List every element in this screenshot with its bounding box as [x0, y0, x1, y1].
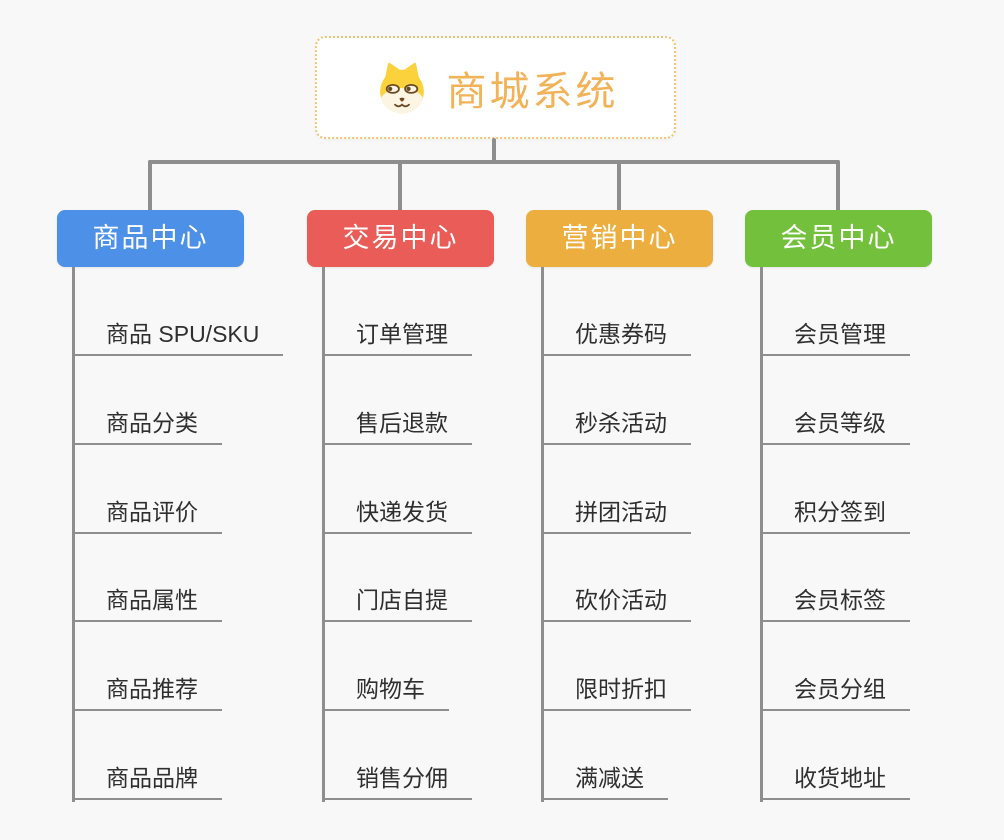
- leaf-limited-time-discount[interactable]: 限时折扣: [541, 674, 691, 711]
- shiba-dog-icon: [379, 62, 424, 113]
- leaf-express-delivery[interactable]: 快递发货: [322, 497, 472, 534]
- leaf-product-review[interactable]: 商品评价: [72, 497, 222, 534]
- leaf-spend-and-save[interactable]: 满减送: [541, 763, 668, 800]
- connector-drop-1: [148, 160, 152, 212]
- leaf-member-tag[interactable]: 会员标签: [760, 585, 910, 622]
- leaf-points-checkin[interactable]: 积分签到: [760, 497, 910, 534]
- leaf-order-management[interactable]: 订单管理: [322, 319, 472, 356]
- branch-header-member-center[interactable]: 会员中心: [745, 210, 932, 267]
- branch-trunk-line: [541, 267, 544, 802]
- leaf-product-attribute[interactable]: 商品属性: [72, 585, 222, 622]
- leaf-flash-sale[interactable]: 秒杀活动: [541, 408, 691, 445]
- connector-drop-2: [398, 160, 402, 212]
- connector-bus: [148, 160, 840, 164]
- leaf-product-brand[interactable]: 商品品牌: [72, 763, 222, 800]
- branch-trunk-line: [760, 267, 763, 802]
- branch-member-center: 会员中心 会员管理 会员等级 积分签到 会员标签 会员分组 收货地址: [745, 0, 945, 840]
- connector-drop-3: [617, 160, 621, 212]
- root-node-mall-system[interactable]: 商城系统: [315, 36, 676, 139]
- connector-root-stem: [492, 138, 496, 164]
- leaf-product-recommend[interactable]: 商品推荐: [72, 674, 222, 711]
- connector-drop-4: [836, 160, 840, 212]
- leaf-member-level[interactable]: 会员等级: [760, 408, 910, 445]
- leaf-member-group[interactable]: 会员分组: [760, 674, 910, 711]
- leaf-shopping-cart[interactable]: 购物车: [322, 674, 449, 711]
- branch-header-trade-center[interactable]: 交易中心: [307, 210, 494, 267]
- branch-trunk-line: [72, 267, 75, 802]
- leaf-aftersale-refund[interactable]: 售后退款: [322, 408, 472, 445]
- leaf-product-category[interactable]: 商品分类: [72, 408, 222, 445]
- leaf-sales-commission[interactable]: 销售分佣: [322, 763, 472, 800]
- root-title: 商城系统: [446, 69, 619, 114]
- leaf-bargain-activity[interactable]: 砍价活动: [541, 585, 691, 622]
- branch-marketing-center: 营销中心 优惠券码 秒杀活动 拼团活动 砍价活动 限时折扣 满减送: [526, 0, 726, 840]
- leaf-group-buy[interactable]: 拼团活动: [541, 497, 691, 534]
- leaf-shipping-address[interactable]: 收货地址: [760, 763, 910, 800]
- branch-trade-center: 交易中心 订单管理 售后退款 快递发货 门店自提 购物车 销售分佣: [307, 0, 507, 840]
- leaf-product-spu-sku[interactable]: 商品 SPU/SKU: [72, 319, 284, 356]
- branch-header-marketing-center[interactable]: 营销中心: [526, 210, 713, 267]
- leaf-store-pickup[interactable]: 门店自提: [322, 585, 472, 622]
- leaf-member-management[interactable]: 会员管理: [760, 319, 910, 356]
- branch-header-product-center[interactable]: 商品中心: [57, 210, 244, 267]
- branch-trunk-line: [322, 267, 325, 802]
- leaf-coupon-code[interactable]: 优惠券码: [541, 319, 691, 356]
- branch-product-center: 商品中心 商品 SPU/SKU 商品分类 商品评价 商品属性 商品推荐 商品品牌: [57, 0, 284, 840]
